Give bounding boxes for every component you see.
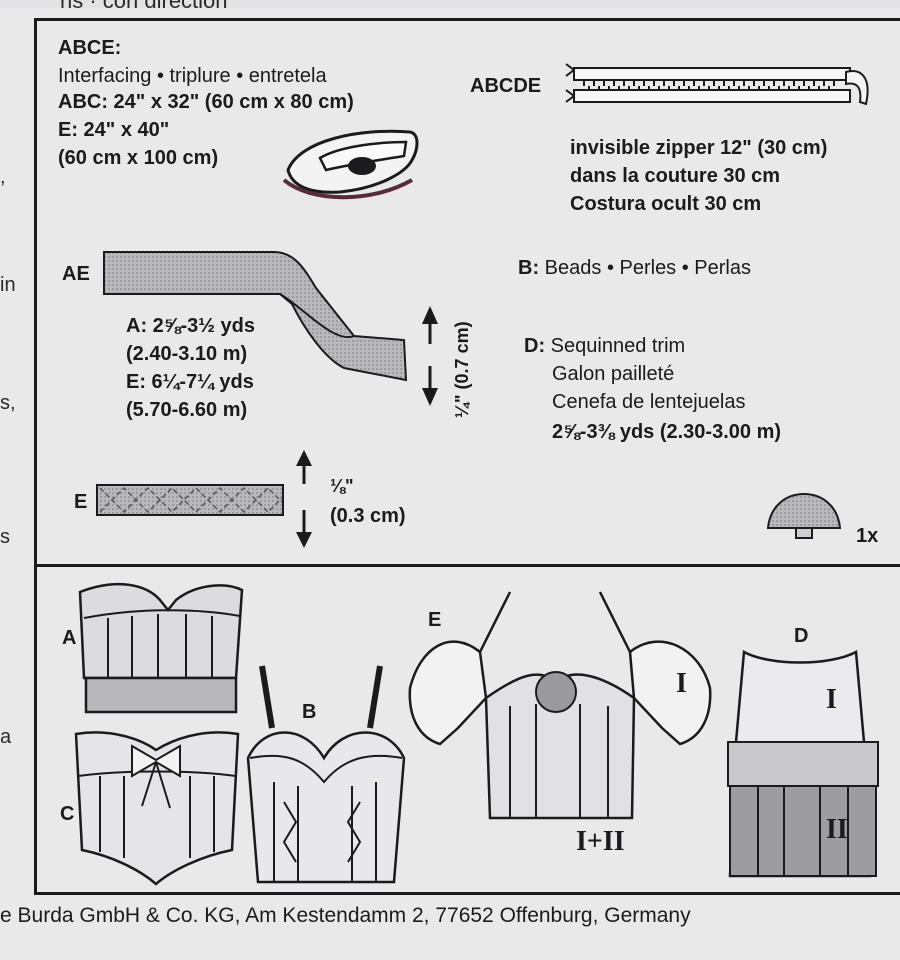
top-strip-text: ns · con direction	[60, 0, 228, 13]
view-e-top-drawing	[408, 591, 712, 820]
left-edge-fragment: a	[0, 726, 12, 748]
trim-width-in: ⅛"	[330, 476, 354, 496]
tape-a-yds: A: 2⅝-3½ yds	[126, 315, 255, 337]
interfacing-e-size: E: 24" x 40"	[58, 119, 170, 141]
publisher-address: e Burda GmbH & Co. KG, Am Kestendamm 2, …	[0, 904, 691, 927]
beads-text: Beads • Perles • Perlas	[544, 257, 751, 279]
tape-e-m: (5.70-6.60 m)	[126, 399, 248, 421]
tape-width-arrow-icon	[422, 306, 438, 406]
tape-heading: AE	[62, 263, 90, 285]
sequins-prefix: D:	[524, 335, 546, 357]
sequins-es: Cenefa de lentejuelas	[552, 391, 746, 413]
interfacing-heading: ABCE:	[58, 37, 122, 59]
view-label-d: D	[794, 625, 809, 647]
sequins-en: Sequinned trim	[550, 335, 686, 357]
zipper-fr: dans la couture 30 cm	[570, 165, 781, 187]
interfacing-abc-size: ABC: 24" x 32" (60 cm x 80 cm)	[58, 91, 354, 113]
view-label-e: E	[428, 609, 442, 631]
view-b-corset-drawing	[246, 665, 406, 884]
snap-button-icon	[766, 492, 842, 539]
trim-heading: E	[74, 491, 88, 513]
left-edge-fragment: ,	[0, 166, 6, 188]
trim-swatch	[96, 484, 284, 516]
view-d-roman-one: I	[826, 684, 837, 715]
iron-icon	[282, 129, 419, 200]
view-d-roman-two: II	[826, 814, 848, 845]
view-a-bustier-drawing	[78, 582, 244, 714]
top-edge	[0, 0, 900, 8]
tape-swatch	[103, 251, 408, 382]
zipper-en: invisible zipper 12" (30 cm)	[570, 137, 828, 159]
box-left-border	[34, 18, 37, 894]
view-label-b: B	[302, 701, 317, 723]
left-edge-fragment: in	[0, 274, 16, 296]
zipper-heading: ABCDE	[470, 75, 542, 97]
zipper-icon	[565, 63, 869, 106]
view-label-a: A	[62, 627, 77, 649]
box-top-border	[34, 18, 900, 21]
section-divider	[34, 564, 900, 567]
sequins-line1: D: Sequinned trim	[524, 334, 685, 358]
tape-a-m: (2.40-3.10 m)	[126, 343, 248, 365]
beads-line: B: Beads • Perles • Perlas	[518, 256, 751, 280]
left-edge-fragment: s,	[0, 392, 16, 414]
beads-prefix: B:	[518, 257, 540, 279]
trim-width-cm: (0.3 cm)	[330, 505, 406, 527]
box-bottom-border	[34, 892, 900, 895]
view-e-roman-combo: I+II	[576, 826, 625, 857]
interfacing-title: Interfacing • triplure • entretela	[58, 65, 327, 87]
view-label-c: C	[60, 803, 75, 825]
interfacing-e-size-metric: (60 cm x 100 cm)	[58, 147, 219, 169]
view-e-roman-one: I	[676, 668, 687, 699]
sequins-fr: Galon pailleté	[552, 363, 675, 385]
tape-width-label: ¼" (0.7 cm)	[452, 321, 472, 418]
view-d-top-drawing	[727, 650, 879, 878]
view-c-bustier-drawing	[74, 731, 240, 886]
tape-e-yds: E: 6¼-7¼ yds	[126, 371, 254, 393]
left-edge-fragment: s	[0, 526, 10, 548]
sequins-amount: 2⅝-3⅜ yds (2.30-3.00 m)	[552, 421, 782, 443]
snap-quantity: 1x	[856, 525, 879, 547]
zipper-es: Costura ocult 30 cm	[570, 193, 762, 215]
trim-width-arrow-icon	[296, 450, 312, 548]
